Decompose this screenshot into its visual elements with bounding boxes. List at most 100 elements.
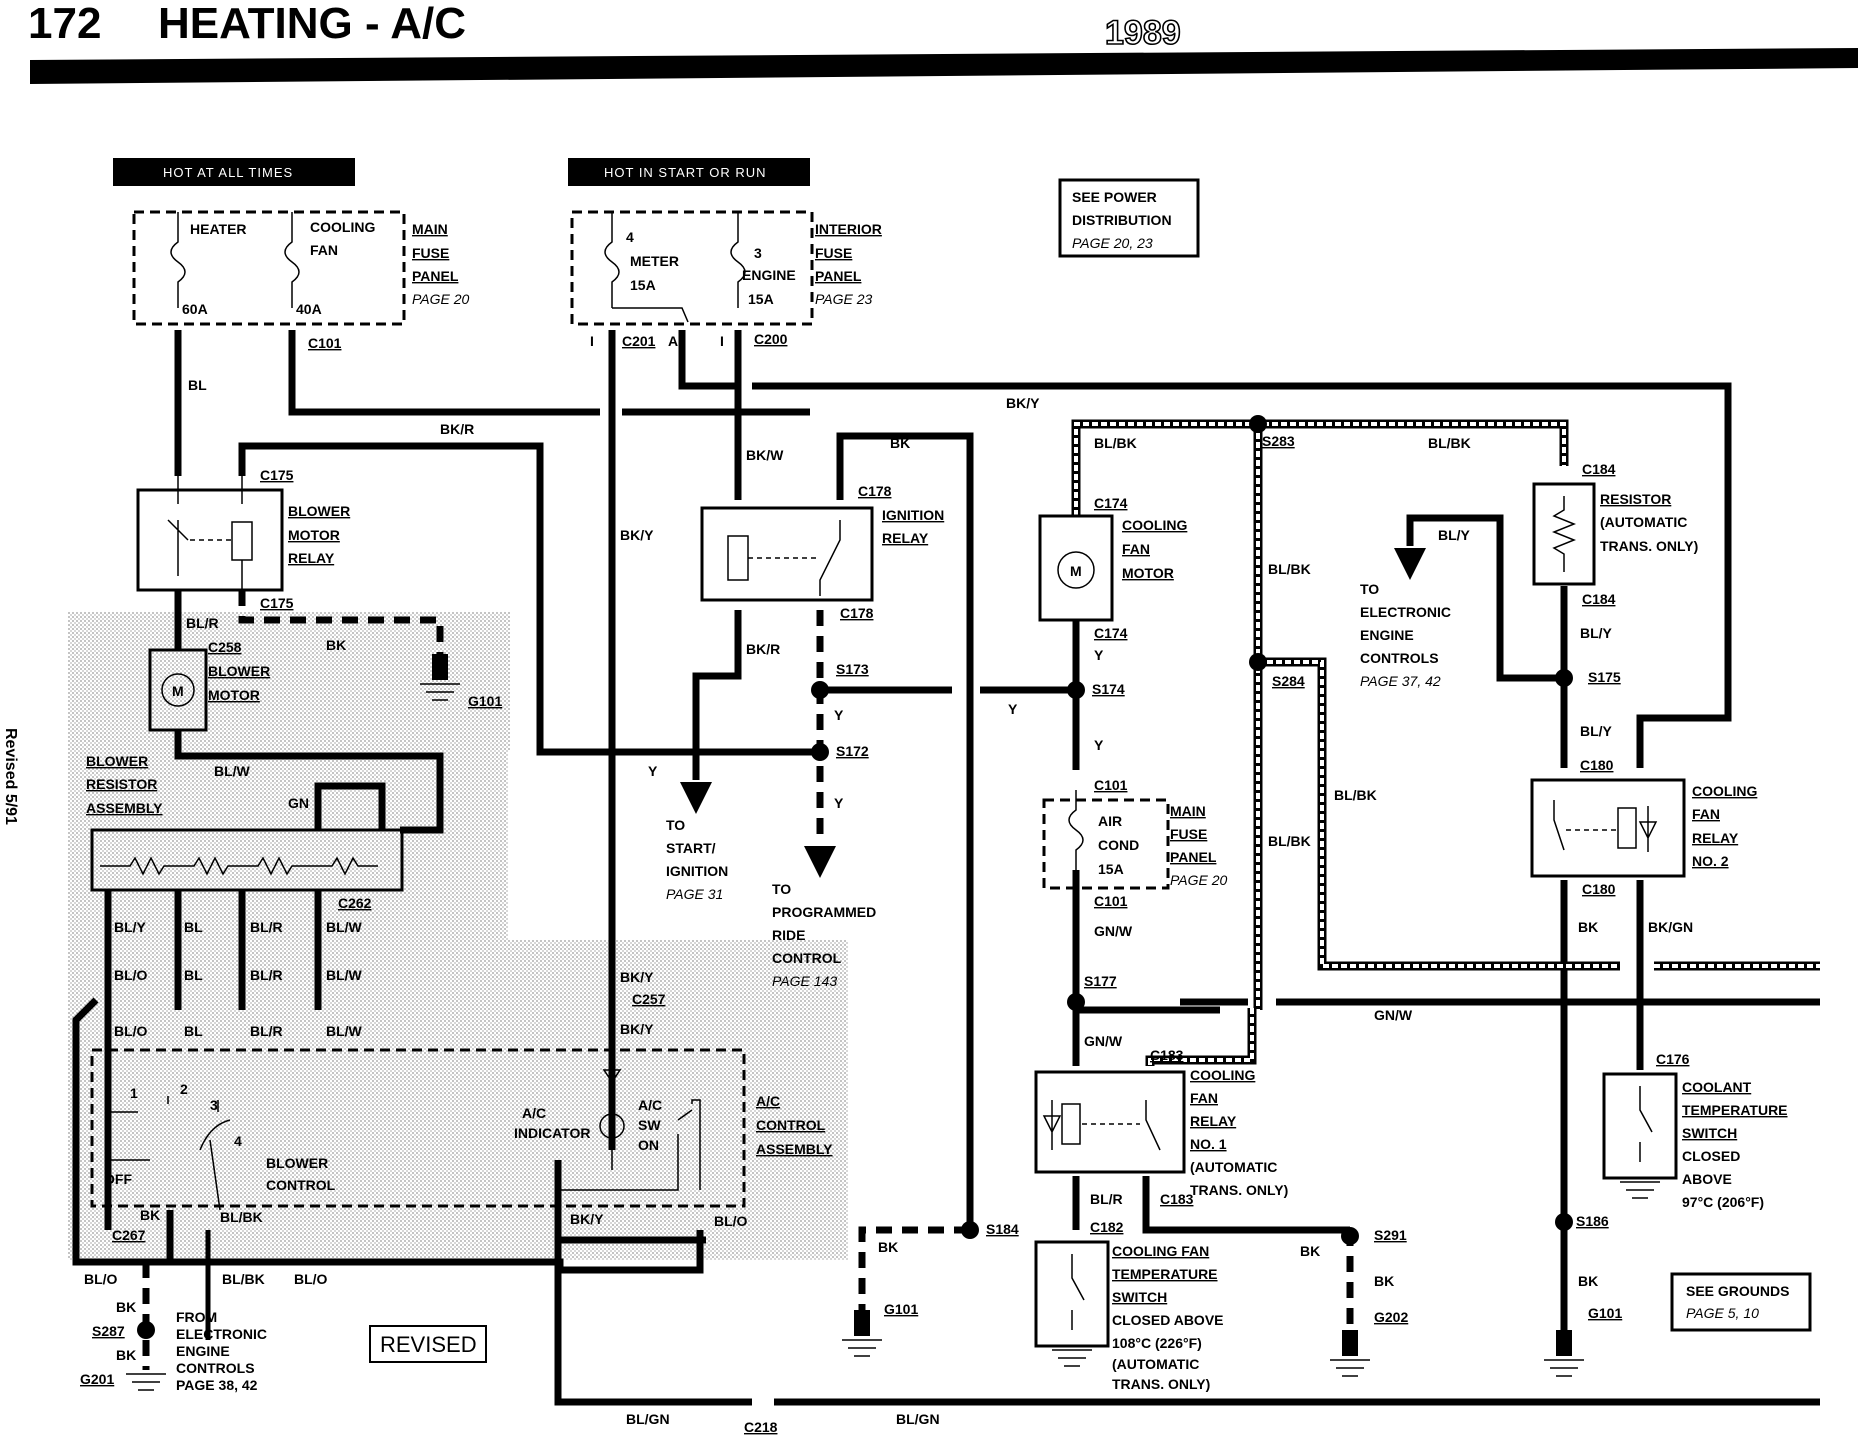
svg-text:ENGINE: ENGINE <box>1360 627 1414 643</box>
svg-text:C175: C175 <box>260 467 294 483</box>
svg-text:IGNITION: IGNITION <box>882 507 944 523</box>
svg-text:PAGE 20: PAGE 20 <box>412 291 470 307</box>
svg-text:BK/Y: BK/Y <box>1006 395 1040 411</box>
svg-text:PAGE 37, 42: PAGE 37, 42 <box>1360 673 1441 689</box>
svg-text:GN: GN <box>288 795 309 811</box>
svg-text:BK/R: BK/R <box>440 421 474 437</box>
svg-text:PAGE 20: PAGE 20 <box>1170 872 1228 888</box>
svg-text:C267: C267 <box>112 1227 146 1243</box>
svg-text:S173: S173 <box>836 661 869 677</box>
svg-text:FUSE: FUSE <box>1170 826 1207 842</box>
svg-text:M: M <box>1070 563 1082 579</box>
svg-text:BL/BK: BL/BK <box>1428 435 1471 451</box>
svg-text:METER: METER <box>630 253 679 269</box>
svg-text:C201: C201 <box>622 333 656 349</box>
svg-text:BL: BL <box>184 919 203 935</box>
see-power-ref: PAGE 20, 23 <box>1072 235 1153 251</box>
svg-text:C180: C180 <box>1580 757 1614 773</box>
svg-text:RELAY: RELAY <box>288 550 335 566</box>
svg-text:BL/O: BL/O <box>114 1023 148 1039</box>
svg-text:BL/R: BL/R <box>250 919 283 935</box>
svg-text:Y: Y <box>1094 647 1104 663</box>
see-grounds-box <box>1670 1272 1812 1332</box>
blower-motor-relay: BLOWER MOTOR RELAY <box>136 476 350 592</box>
svg-text:FAN: FAN <box>1190 1090 1218 1106</box>
svg-text:Y: Y <box>834 707 844 723</box>
svg-text:G201: G201 <box>80 1371 114 1387</box>
svg-text:HEATER: HEATER <box>190 221 247 237</box>
svg-text:COOLING: COOLING <box>1122 517 1187 533</box>
svg-text:RELAY: RELAY <box>1692 830 1739 846</box>
svg-text:G101: G101 <box>468 693 502 709</box>
svg-text:Y: Y <box>648 763 658 779</box>
svg-text:BLOWER: BLOWER <box>208 663 270 679</box>
svg-text:CLOSED ABOVE: CLOSED ABOVE <box>1112 1312 1224 1328</box>
svg-text:BK: BK <box>116 1299 136 1315</box>
svg-text:BL/O: BL/O <box>294 1271 328 1287</box>
svg-text:A: A <box>668 333 678 349</box>
svg-text:RESISTOR: RESISTOR <box>1600 491 1671 507</box>
svg-text:97°C (206°F): 97°C (206°F) <box>1682 1194 1764 1210</box>
coolant-temperature-switch: COOLANT TEMPERATURE SWITCH CLOSED ABOVE … <box>1602 1072 1788 1210</box>
svg-text:A/C: A/C <box>522 1105 546 1121</box>
svg-text:BK: BK <box>140 1207 160 1223</box>
svg-text:15A: 15A <box>748 291 774 307</box>
svg-text:CONTROLS: CONTROLS <box>1360 650 1439 666</box>
splice-labels: S173 S172 S174 S177 S283 S284 S175 S184 … <box>92 433 1621 1339</box>
svg-text:TO: TO <box>1360 581 1379 597</box>
banner-hot-at-all-times <box>113 158 355 186</box>
svg-text:60A: 60A <box>182 301 208 317</box>
svg-text:BK/W: BK/W <box>746 447 784 463</box>
svg-text:MOTOR: MOTOR <box>1122 565 1174 581</box>
cooling-fan-motor: M COOLING FAN MOTOR <box>1038 514 1187 622</box>
see-power-line2: DISTRIBUTION <box>1072 212 1172 228</box>
svg-text:AIR: AIR <box>1098 813 1122 829</box>
svg-text:GN/W: GN/W <box>1094 923 1133 939</box>
svg-text:BK/Y: BK/Y <box>620 1021 654 1037</box>
svg-text:S186: S186 <box>1576 1213 1609 1229</box>
svg-text:CONTROL: CONTROL <box>756 1117 826 1133</box>
see-grounds-line1: SEE GROUNDS <box>1686 1283 1789 1299</box>
svg-text:I: I <box>590 333 594 349</box>
svg-text:Y: Y <box>834 795 844 811</box>
svg-text:MOTOR: MOTOR <box>208 687 260 703</box>
svg-text:S184: S184 <box>986 1221 1019 1237</box>
svg-text:3: 3 <box>210 1097 218 1113</box>
splice-dots <box>137 415 1573 1339</box>
svg-text:BL/Y: BL/Y <box>1438 527 1471 543</box>
svg-text:ABOVE: ABOVE <box>1682 1171 1732 1187</box>
svg-text:PAGE 143: PAGE 143 <box>772 973 837 989</box>
svg-text:ENGINE: ENGINE <box>176 1343 230 1359</box>
svg-text:RESISTOR: RESISTOR <box>86 776 157 792</box>
svg-text:BK/Y: BK/Y <box>620 527 654 543</box>
svg-text:MAIN: MAIN <box>1170 803 1206 819</box>
ac-control-assembly: 1 2 3 4 OFF BLOWER CONTROL A/C INDICATOR… <box>90 1048 833 1211</box>
revised-stamp: REVISED <box>380 1332 477 1357</box>
svg-text:CONTROL: CONTROL <box>772 950 842 966</box>
svg-text:ELECTRONIC: ELECTRONIC <box>176 1326 267 1342</box>
svg-text:ASSEMBLY: ASSEMBLY <box>86 800 163 816</box>
svg-text:BK: BK <box>326 637 346 653</box>
svg-text:CONTROL: CONTROL <box>266 1177 336 1193</box>
svg-text:COND: COND <box>1098 837 1139 853</box>
cooling-fan-relay-1: COOLING FAN RELAY NO. 1 (AUTOMATIC TRANS… <box>1034 1067 1288 1198</box>
svg-text:TO: TO <box>772 881 791 897</box>
svg-text:(AUTOMATIC: (AUTOMATIC <box>1112 1356 1199 1372</box>
svg-text:BL/BK: BL/BK <box>1268 561 1311 577</box>
svg-text:C174: C174 <box>1094 625 1128 641</box>
svg-text:CONTROLS: CONTROLS <box>176 1360 255 1376</box>
svg-text:PANEL: PANEL <box>412 268 459 284</box>
svg-text:TEMPERATURE: TEMPERATURE <box>1682 1102 1788 1118</box>
svg-text:BL/W: BL/W <box>214 763 251 779</box>
svg-text:C183: C183 <box>1160 1191 1194 1207</box>
svg-text:NO. 2: NO. 2 <box>1692 853 1729 869</box>
svg-text:BL/W: BL/W <box>326 967 363 983</box>
svg-text:C258: C258 <box>208 639 242 655</box>
svg-text:C175: C175 <box>260 595 294 611</box>
svg-text:TRANS. ONLY): TRANS. ONLY) <box>1600 538 1698 554</box>
svg-text:COOLING: COOLING <box>1190 1067 1255 1083</box>
revised-stamp-box <box>369 1325 487 1363</box>
main-fuse-panel-air-cond: AIR COND 15A MAIN FUSE PANEL PAGE 20 <box>1042 790 1228 890</box>
svg-text:TRANS. ONLY): TRANS. ONLY) <box>1190 1182 1288 1198</box>
